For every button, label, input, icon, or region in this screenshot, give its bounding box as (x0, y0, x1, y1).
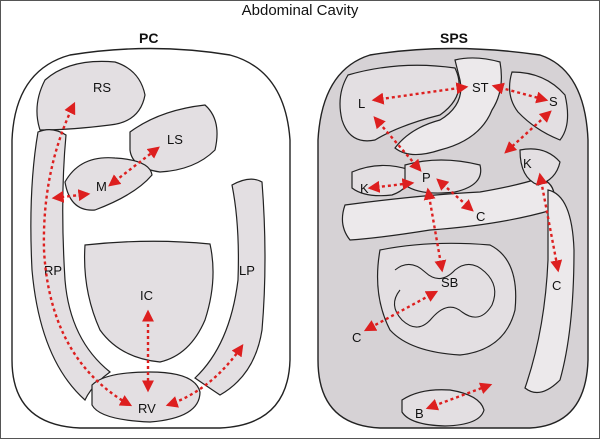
pc-label-lp: LP (239, 263, 255, 278)
sps-arrow-s-mid (504, 110, 552, 154)
pc-arrow-rs-rv (42, 101, 133, 407)
sps-arrow-st-s (491, 82, 549, 104)
pc-label-ic: IC (140, 288, 153, 303)
pc-label-m: M (96, 179, 107, 194)
sps-label-p: P (422, 170, 431, 185)
pc-label-ls: LS (167, 132, 183, 147)
sps-label-c-right: C (552, 278, 561, 293)
sps-arrow-p-c (436, 178, 474, 212)
pc-panel-title: PC (139, 30, 159, 46)
sps-arrow-sb-c (363, 290, 439, 332)
sps-label-k-right: K (523, 156, 532, 171)
sps-label-s: S (549, 94, 558, 109)
pc-arrow-m-ls (108, 146, 160, 187)
sps-label-st: ST (472, 80, 489, 95)
pc-arrow-rv-lp (165, 344, 244, 408)
figure-title: Abdominal Cavity (241, 2, 359, 19)
sps-arrow-p-sb (423, 187, 447, 273)
pc-label-rv: RV (138, 401, 156, 416)
sps-label-c-left: C (352, 330, 361, 345)
sps-label-b: B (415, 406, 424, 421)
sps-stomach (394, 57, 502, 156)
sps-label-l: L (358, 96, 365, 111)
sps-label-sb: SB (441, 275, 458, 290)
sps-arrow-k-k (367, 178, 415, 193)
pc-label-rs: RS (93, 80, 111, 95)
sps-arrow-k-c (535, 172, 563, 273)
sps-panel-title: SPS (440, 30, 469, 46)
sps-label-c-mid: C (476, 209, 485, 224)
sps-arrow-b-loop (425, 382, 493, 411)
sps-label-k-left: K (360, 181, 369, 196)
pc-label-rp: RP (44, 263, 62, 278)
